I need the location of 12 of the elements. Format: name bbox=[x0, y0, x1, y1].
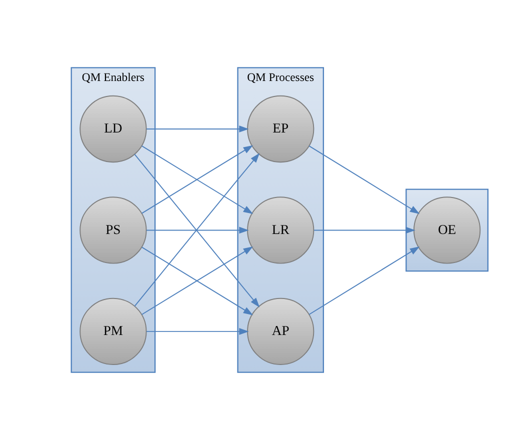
arrow bbox=[146, 226, 249, 234]
arrow bbox=[308, 145, 420, 214]
arrow bbox=[314, 226, 416, 234]
node-circle: LR bbox=[247, 196, 314, 264]
node-circle: PS bbox=[80, 196, 147, 264]
arrow bbox=[141, 145, 254, 214]
node-circle: OE bbox=[413, 196, 481, 264]
node-circle: PM bbox=[80, 298, 147, 366]
node-circle: LD bbox=[80, 95, 147, 163]
arrow bbox=[146, 126, 249, 132]
arrow bbox=[146, 328, 249, 335]
arrow bbox=[308, 246, 420, 315]
